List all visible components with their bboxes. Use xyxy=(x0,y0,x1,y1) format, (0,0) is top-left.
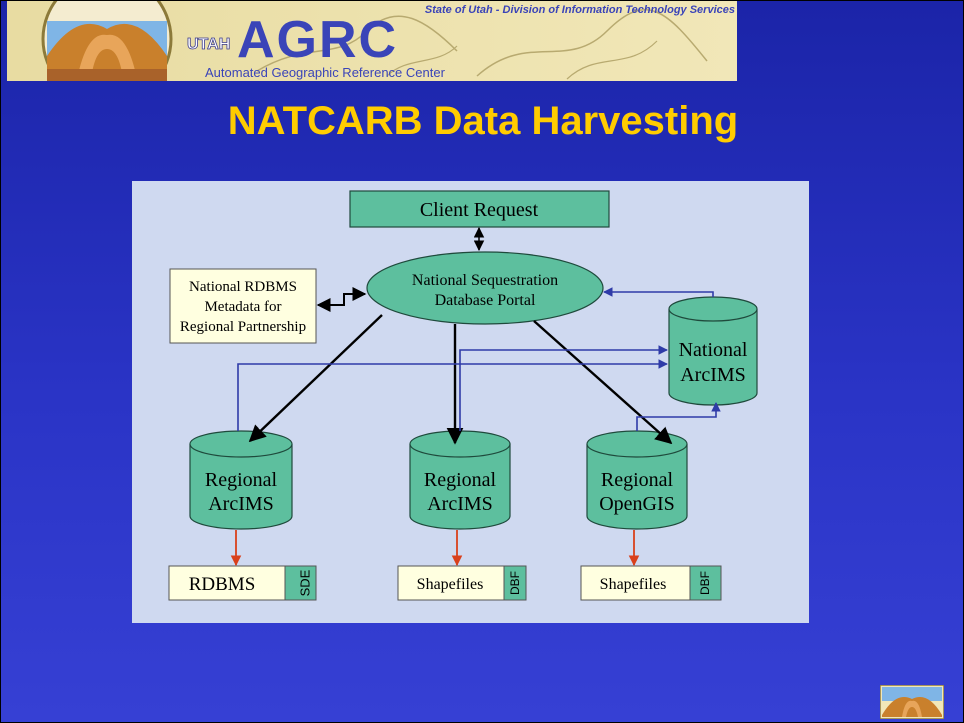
client-request-label: Client Request xyxy=(420,199,539,221)
store-shapefiles-2-tag: DBF xyxy=(698,571,712,595)
metadata-node: National RDBMS Metadata for Regional Par… xyxy=(169,268,317,344)
regional-opengis-node: Regional OpenGIS xyxy=(586,430,688,530)
portal-regional-1-link xyxy=(248,314,383,443)
store-shapefiles-2: Shapefiles DBF xyxy=(580,565,722,601)
regional-1-label-1: Regional xyxy=(205,469,278,491)
national-arcims-label-2: ArcIMS xyxy=(680,364,746,386)
national-portal-link xyxy=(603,287,714,297)
architecture-diagram: Client Request National Sequestration Da… xyxy=(132,181,809,623)
regional-arcims-1-node: Regional ArcIMS xyxy=(189,430,293,530)
portal-regional-3-link xyxy=(533,320,673,445)
portal-node: National Sequestration Database Portal xyxy=(366,251,604,325)
topo-line xyxy=(386,45,458,77)
corner-arch-logo xyxy=(880,685,944,719)
metadata-label-3: Regional Partnership xyxy=(180,319,306,335)
regional-2-label-2: ArcIMS xyxy=(427,493,493,515)
store-rdbms: RDBMS SDE xyxy=(168,565,317,601)
store-shapefiles-1: Shapefiles DBF xyxy=(397,565,527,601)
store-rdbms-tag: SDE xyxy=(297,569,312,596)
regional-3-label-2: OpenGIS xyxy=(599,493,675,515)
delicate-arch-logo xyxy=(41,1,173,81)
banner-subtitle: Automated Geographic Reference Center xyxy=(205,65,446,80)
regional-2-label-1: Regional xyxy=(424,469,497,491)
portal-label-1: National Sequestration xyxy=(412,272,558,289)
store-shapefiles-2-label: Shapefiles xyxy=(600,576,667,593)
national-arcims-node: National ArcIMS xyxy=(668,296,758,406)
agrc-banner: UTAH AGRC Automated Geographic Reference… xyxy=(7,1,737,81)
store-shapefiles-1-label: Shapefiles xyxy=(417,576,484,593)
store-rdbms-label: RDBMS xyxy=(189,574,256,595)
regional-3-label-1: Regional xyxy=(601,469,674,491)
store-shapefiles-1-tag: DBF xyxy=(508,571,522,595)
banner-tagline: State of Utah - Division of Information … xyxy=(425,4,735,16)
regional-1-label-2: ArcIMS xyxy=(208,493,274,515)
portal-label-2: Database Portal xyxy=(435,292,536,309)
metadata-label-1: National RDBMS xyxy=(189,279,297,295)
client-request-node: Client Request xyxy=(349,190,610,228)
topo-line xyxy=(476,9,708,77)
banner-utah: UTAH xyxy=(187,36,230,53)
regional-3-national-link xyxy=(636,402,721,431)
topo-line xyxy=(566,40,658,80)
banner-agrc: AGRC xyxy=(237,11,398,69)
regional-1-national-link xyxy=(237,359,668,431)
metadata-portal-link xyxy=(316,287,367,312)
regional-2-national-link xyxy=(459,345,668,431)
national-arcims-label-1: National xyxy=(679,339,748,361)
topo-line xyxy=(256,15,458,72)
slide-title: NATCARB Data Harvesting xyxy=(227,99,739,143)
metadata-label-2: Metadata for xyxy=(204,299,281,315)
regional-arcims-2-node: Regional ArcIMS xyxy=(409,430,511,530)
